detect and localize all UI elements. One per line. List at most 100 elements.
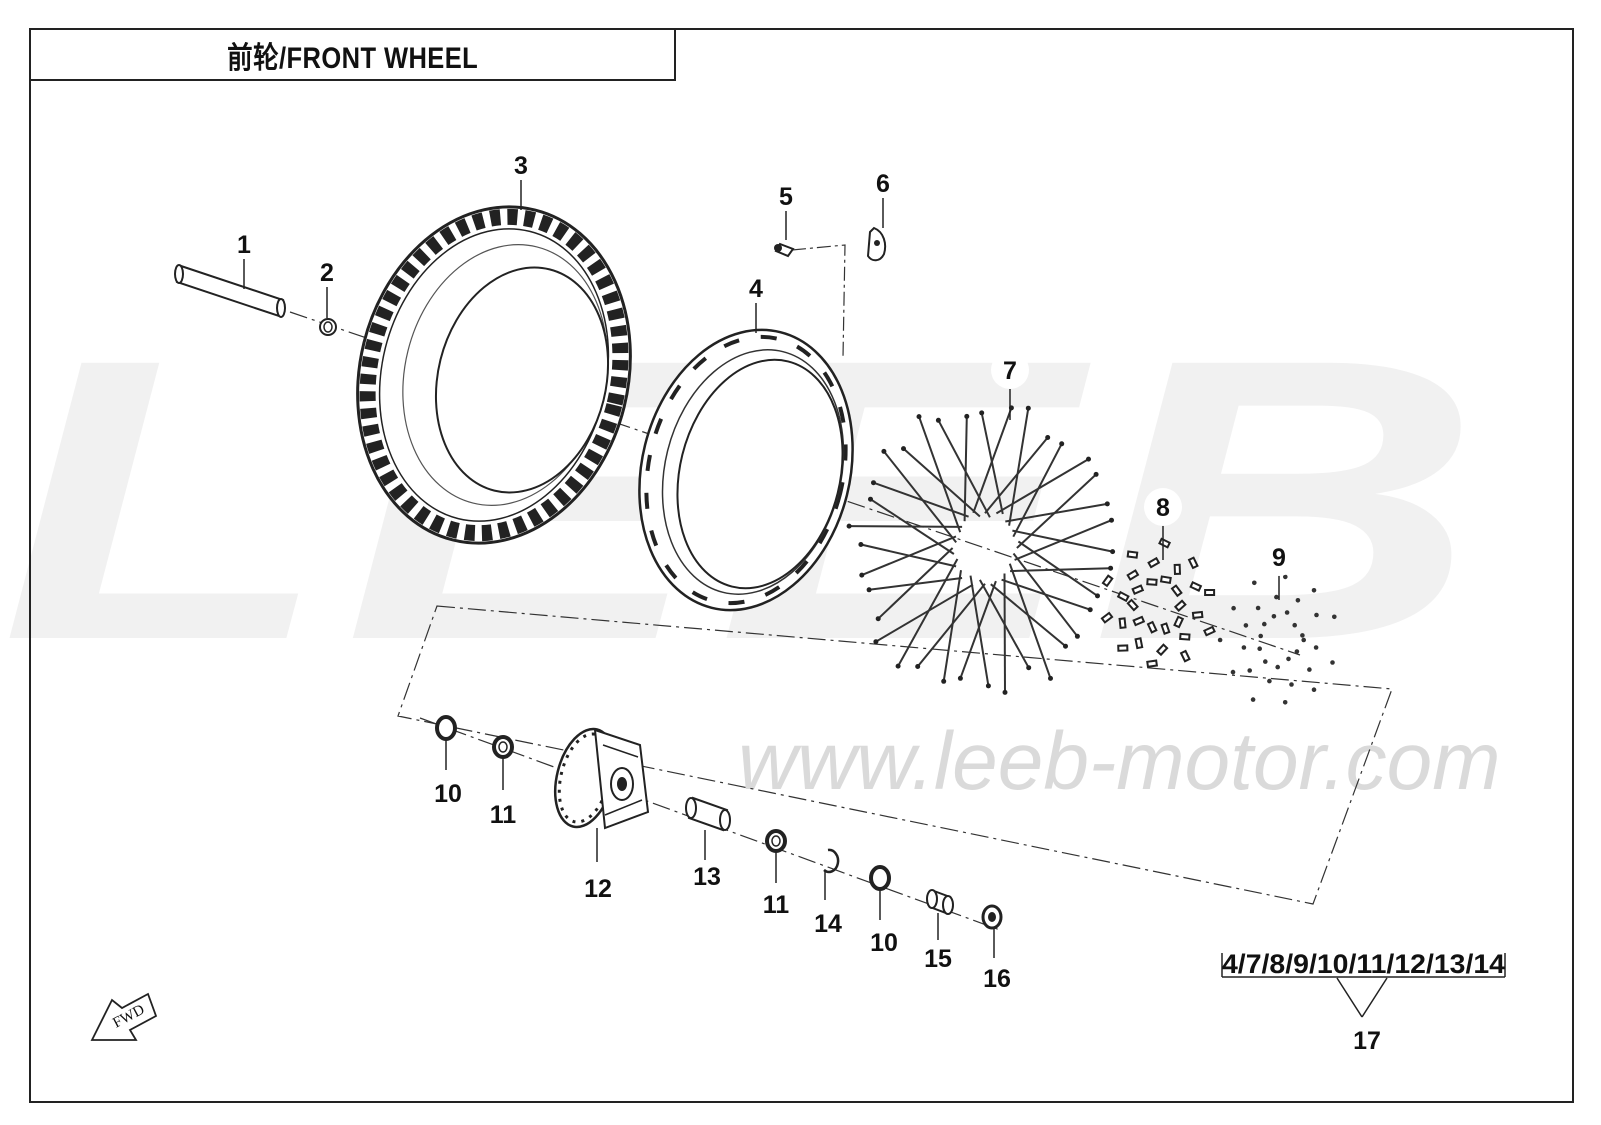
spoke-head — [871, 480, 876, 486]
circlip — [823, 848, 840, 874]
spoke — [1005, 502, 1108, 523]
small-nut — [1286, 656, 1291, 662]
spoke — [873, 481, 969, 518]
spoke-head — [941, 678, 947, 684]
spoke — [1008, 408, 1030, 526]
spoke-nipple — [1173, 563, 1182, 576]
spoke-nipple — [1126, 550, 1139, 559]
watermark-url: www.leeb-motor.com — [738, 716, 1501, 807]
small-nut — [1332, 614, 1337, 620]
spoke-nipple — [1147, 556, 1161, 569]
spoke-head — [1087, 607, 1093, 613]
spoke-head — [859, 572, 865, 578]
kit-parts-list: 4/7/8/9/10/11/12/13/14 — [1222, 949, 1505, 979]
spoke-nipple — [1126, 569, 1140, 581]
spoke — [959, 580, 997, 679]
spoke — [849, 525, 963, 528]
spoke-nipple — [1118, 617, 1127, 629]
spoke — [883, 450, 957, 544]
callout-16: 16 — [983, 965, 1011, 993]
spoke-head — [846, 523, 852, 529]
spoke — [918, 416, 962, 533]
spoke-nipple — [1204, 589, 1216, 596]
spoke-head — [964, 413, 970, 419]
small-nut — [1252, 580, 1257, 586]
callout-11-right: 11 — [763, 891, 790, 919]
page-title: 前轮/FRONT WHEEL — [226, 41, 479, 75]
spoke-nipple — [1134, 637, 1144, 650]
spoke — [937, 419, 991, 518]
spoke-head — [979, 410, 985, 416]
side-collar — [926, 889, 954, 915]
spoke-head — [1074, 633, 1080, 639]
spoke — [902, 447, 981, 518]
spoke-head — [901, 446, 906, 452]
spoke-head — [957, 675, 963, 681]
spoke-head — [1093, 471, 1099, 477]
forward-direction-arrow: FWD — [90, 992, 158, 1041]
valve-leader-line — [791, 244, 846, 358]
small-nut — [1301, 637, 1306, 643]
callout-15: 15 — [924, 945, 952, 973]
hub-axis-line — [419, 717, 1001, 931]
small-nut — [1258, 633, 1263, 639]
spoke-head — [1095, 593, 1100, 599]
axle-collar — [319, 318, 337, 336]
spoke — [861, 535, 957, 577]
leader-lines — [243, 180, 1506, 1018]
spoke-head — [916, 414, 922, 420]
spoke — [897, 558, 959, 667]
small-nut — [1231, 605, 1236, 611]
spoke — [1017, 540, 1099, 597]
small-nut — [1307, 667, 1312, 672]
small-nut — [1311, 687, 1317, 692]
spoke-nipple — [1173, 615, 1185, 629]
spoke-nipple — [1131, 584, 1145, 596]
small-nut — [1274, 594, 1279, 600]
spoke-head — [895, 663, 901, 669]
hub-assembly-outline — [397, 605, 1393, 905]
callout-11-left: 11 — [490, 801, 517, 829]
spoke-head — [1048, 675, 1053, 681]
callout-circle — [991, 351, 1029, 389]
spoke-nipple — [1116, 590, 1130, 603]
valve-stem — [774, 242, 795, 258]
spoke — [1012, 529, 1113, 553]
small-nut — [1283, 574, 1288, 580]
spoke-head — [1104, 501, 1110, 507]
spoke — [995, 458, 1090, 515]
spoke-head — [1002, 689, 1008, 695]
small-nut — [1247, 668, 1252, 673]
callout-14: 14 — [814, 910, 842, 938]
spoke — [1016, 473, 1097, 549]
oil-seal-right — [869, 865, 891, 891]
rim — [638, 328, 854, 612]
spoke-nipple — [1155, 643, 1169, 657]
spoke — [990, 583, 1067, 647]
small-nut — [1294, 649, 1300, 654]
small-nut — [1217, 637, 1223, 643]
axle-nut — [981, 904, 1003, 930]
spoke-nipple — [1159, 575, 1172, 585]
small-nut — [1289, 682, 1294, 687]
small-nut — [1275, 664, 1280, 670]
spoke-head — [1025, 405, 1031, 411]
small-nut — [1314, 612, 1319, 618]
small-nut — [1241, 645, 1247, 650]
spoke-head — [868, 496, 873, 502]
spoke-head — [1026, 665, 1032, 671]
spoke-nipple — [1132, 615, 1146, 627]
callout-12: 12 — [584, 875, 612, 903]
small-nut — [1330, 660, 1335, 665]
spoke-head — [1063, 643, 1068, 649]
spoke-head — [881, 448, 887, 454]
callout-1: 1 — [237, 231, 251, 259]
small-nut — [1255, 605, 1261, 611]
spoke-head — [873, 639, 879, 645]
spoke-nipple — [1189, 580, 1203, 592]
spoke-nipple — [1160, 622, 1171, 635]
hub-spacer — [685, 796, 731, 832]
diagram-frame — [29, 28, 1574, 1103]
spoke-nipple-set — [1100, 537, 1216, 668]
